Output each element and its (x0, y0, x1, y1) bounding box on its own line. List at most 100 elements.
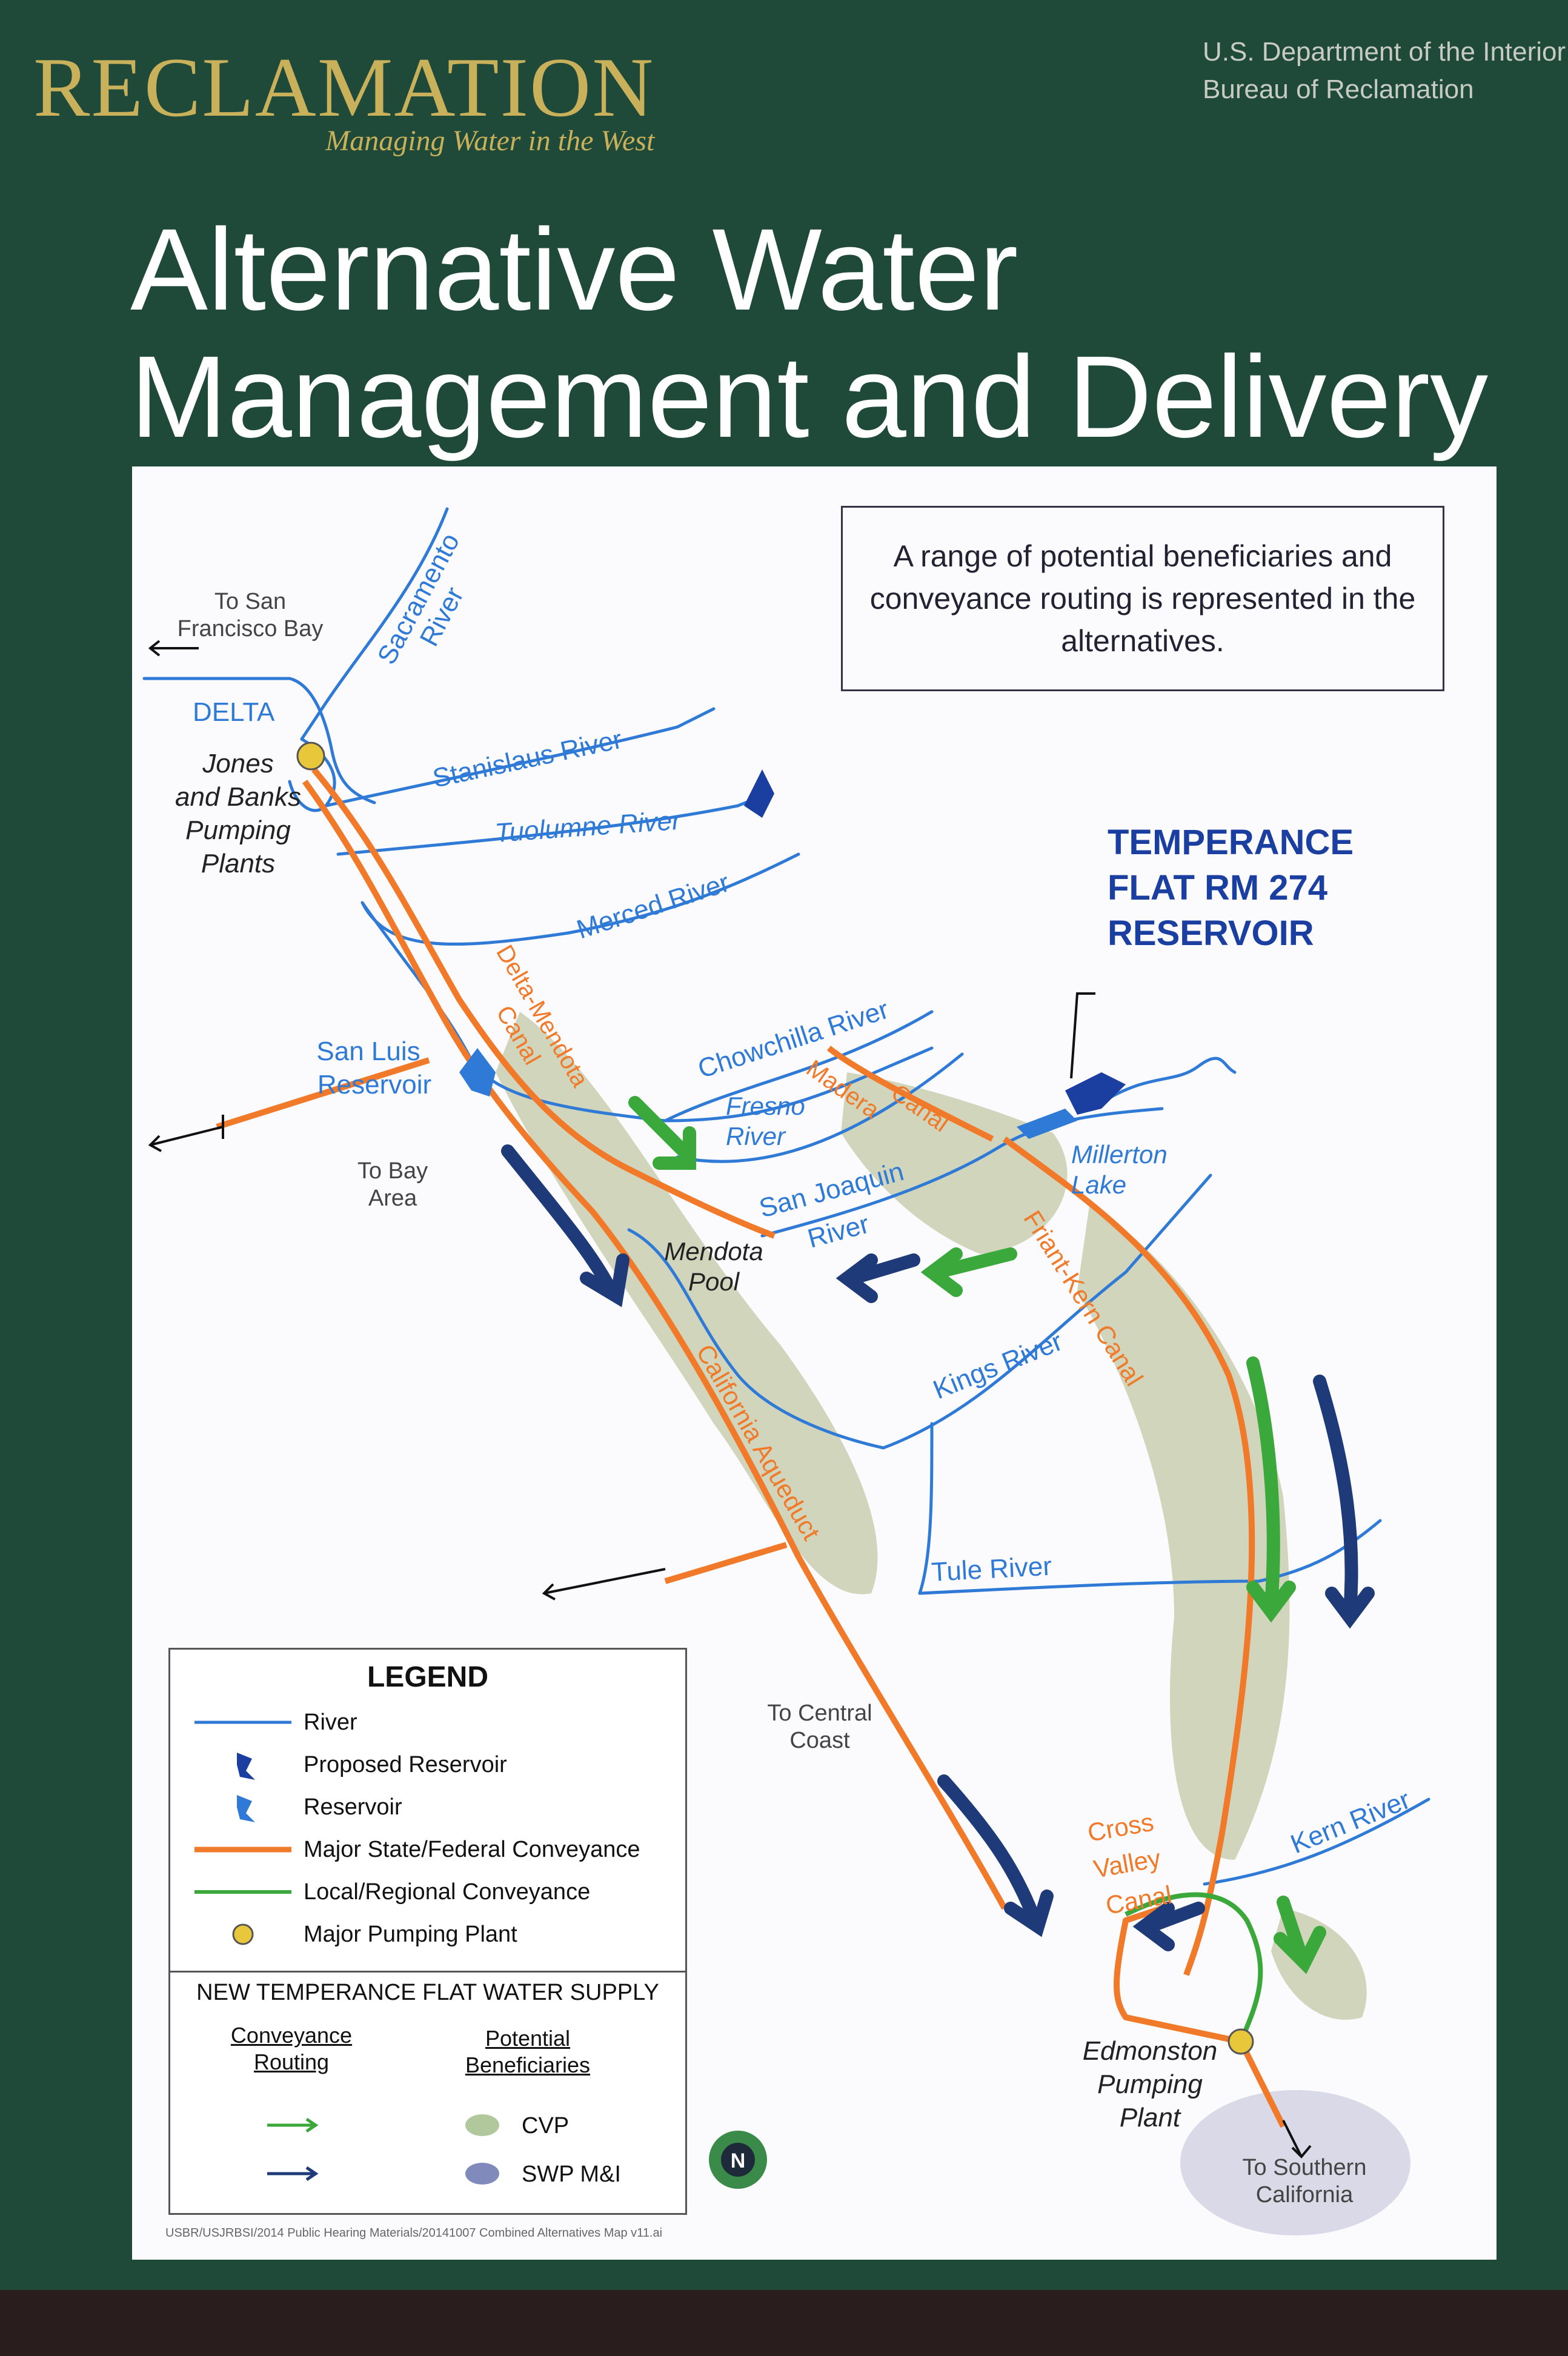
logo-tagline: Managing Water in the West (325, 125, 655, 157)
label-temperance-3: RESERVOIR (1108, 914, 1314, 953)
label-fresno-2: River (726, 1122, 786, 1150)
swp-arrow-5 (1132, 1902, 1205, 1951)
cvp-area-west (496, 1012, 878, 1594)
tuolumne-reservoir-icon (744, 769, 774, 818)
logo-word: RECLAMATION (33, 41, 655, 134)
jones-banks-pump-icon (296, 742, 325, 771)
river-line-icon (194, 1721, 291, 1724)
cvp-arrow-3 (1246, 1356, 1296, 1623)
poster-board: RECLAMATION Managing Water in the West U… (0, 0, 1568, 2290)
tule-river (918, 1519, 1382, 1595)
swp-area-socal (1180, 2090, 1410, 2235)
label-tuolumne: Tuolumne River (494, 805, 683, 848)
label-jones-2: and Banks (175, 782, 301, 812)
label-socal-1: To Southern (1243, 2155, 1367, 2180)
label-san-joaquin-2: River (805, 1209, 872, 1254)
central-coast-arrow (542, 1568, 666, 1601)
label-temperance-1: TEMPERANCE (1108, 823, 1354, 862)
san-luis-reservoir-icon (459, 1048, 496, 1097)
swp-arrow-icon (267, 2166, 319, 2182)
temperance-flat-reservoir-icon (1065, 1072, 1126, 1115)
routing-arrow-icons (267, 2117, 319, 2182)
label-jones-3: Pumping (185, 815, 291, 845)
label-to-sf-bay-1: To San (214, 589, 286, 614)
legend-item-river: River (188, 1704, 357, 1740)
cvp-arrow-4 (1274, 1896, 1326, 1974)
cvp-area-east (1077, 1206, 1290, 1860)
swp-arrow-4 (937, 1774, 1054, 1937)
legend: LEGEND River Proposed Reservoir Reservoi… (168, 1648, 687, 2215)
millerton-lake-icon (1017, 1109, 1077, 1139)
local-conveyance-icon (194, 1890, 291, 1894)
chowchilla-river (663, 1010, 934, 1123)
swp-arrow-3 (1313, 1375, 1375, 1629)
beneficiary-swatches (465, 2114, 499, 2185)
stanislaus-river (324, 707, 716, 808)
label-fresno-1: Fresno (726, 1092, 805, 1120)
legend-cvp: CVP (522, 2113, 570, 2139)
cvp-swatch-icon (465, 2114, 499, 2136)
legend-item-pump: Major Pumping Plant (188, 1916, 517, 1953)
title-line-1: Alternative Water (130, 204, 1018, 334)
label-edmonston-3: Plant (1120, 2103, 1181, 2132)
label-jones-1: Jones (202, 749, 273, 778)
swp-swatch-icon (465, 2163, 499, 2185)
legend-item-major: Major State/Federal Conveyance (188, 1831, 640, 1868)
label-cross-valley-2: Valley (1091, 1843, 1163, 1883)
agency-line-1: U.S. Department of the Interior (1203, 37, 1566, 67)
cross-valley-link (1114, 1905, 1242, 2045)
millerton-upstream (1100, 1057, 1237, 1104)
label-central-coast-2: Coast (789, 1728, 850, 1753)
san-joaquin-river (760, 1107, 1164, 1238)
label-tule: Tule River (931, 1551, 1052, 1587)
label-kings: Kings River (929, 1327, 1066, 1405)
label-stanislaus: Stanislaus River (430, 725, 625, 794)
san-joaquin-lower (627, 1228, 885, 1450)
routing-arrows (501, 1096, 1375, 1974)
poster-title: Alternative Water Management and Deliver… (130, 206, 1488, 460)
label-delta: DELTA (193, 697, 275, 727)
legend-col-routing: Conveyance Routing (207, 2022, 376, 2076)
legend-divider (170, 1971, 685, 1973)
label-san-luis-1: San Luis (316, 1037, 420, 1066)
central-coast-link (664, 1542, 788, 1584)
major-conveyance-icon (194, 1847, 291, 1853)
label-merced: Merced River (573, 868, 733, 944)
socal-arrow (1282, 2120, 1312, 2159)
edmonston-pump-icon (1227, 2028, 1254, 2055)
beneficiaries-line-2: Beneficiaries (465, 2052, 591, 2077)
label-cross-valley-1: Cross (1085, 1808, 1155, 1847)
legend-label-pump: Major Pumping Plant (304, 1921, 517, 1947)
label-san-joaquin-1: San Joaquin (756, 1156, 907, 1224)
delta-channel (142, 677, 376, 805)
legend-item-local: Local/Regional Conveyance (188, 1874, 590, 1910)
madera-canal (826, 1046, 994, 1142)
legend-label-proposed: Proposed Reservoir (304, 1751, 507, 1777)
reservoir-icon (237, 1795, 255, 1822)
beneficiary-areas (496, 1012, 1410, 2235)
alternatives-note: A range of potential beneficiaries and c… (841, 506, 1444, 691)
label-central-coast-1: To Central (767, 1701, 872, 1726)
label-millerton-1: Millerton (1071, 1140, 1168, 1169)
kings-river (882, 1173, 1212, 1450)
temperance-leader (1070, 992, 1095, 1079)
reclamation-logo: RECLAMATION Managing Water in the West (33, 41, 655, 158)
label-san-luis-2: Reservoir (317, 1070, 431, 1100)
kings-branch (918, 1422, 934, 1595)
sf-bay-arrow (148, 640, 199, 657)
label-mendota-1: Mendota (664, 1237, 763, 1266)
edmonston-south (1238, 2040, 1286, 2128)
map-canvas: N To San Francisco Bay Sacramento River … (142, 507, 1430, 2235)
proposed-reservoir-icon (237, 1753, 255, 1780)
label-temperance-2: FLAT RM 274 (1108, 868, 1327, 908)
friant-kern-canal (1003, 1136, 1255, 1976)
legend-col-beneficiaries: Potential Beneficiaries (437, 2025, 619, 2079)
note-text: A range of potential beneficiaries and c… (869, 539, 1416, 658)
label-to-bay-area-1: To Bay (357, 1158, 428, 1184)
cvp-arrow-icon (267, 2117, 319, 2133)
swp-arrow-2 (835, 1253, 920, 1303)
cvp-area-madera (841, 1072, 1068, 1254)
legend-title: LEGEND (367, 1661, 488, 1693)
agency-block: U.S. Department of the Interior Bureau o… (1203, 33, 1566, 108)
sacramento-river (300, 507, 449, 741)
